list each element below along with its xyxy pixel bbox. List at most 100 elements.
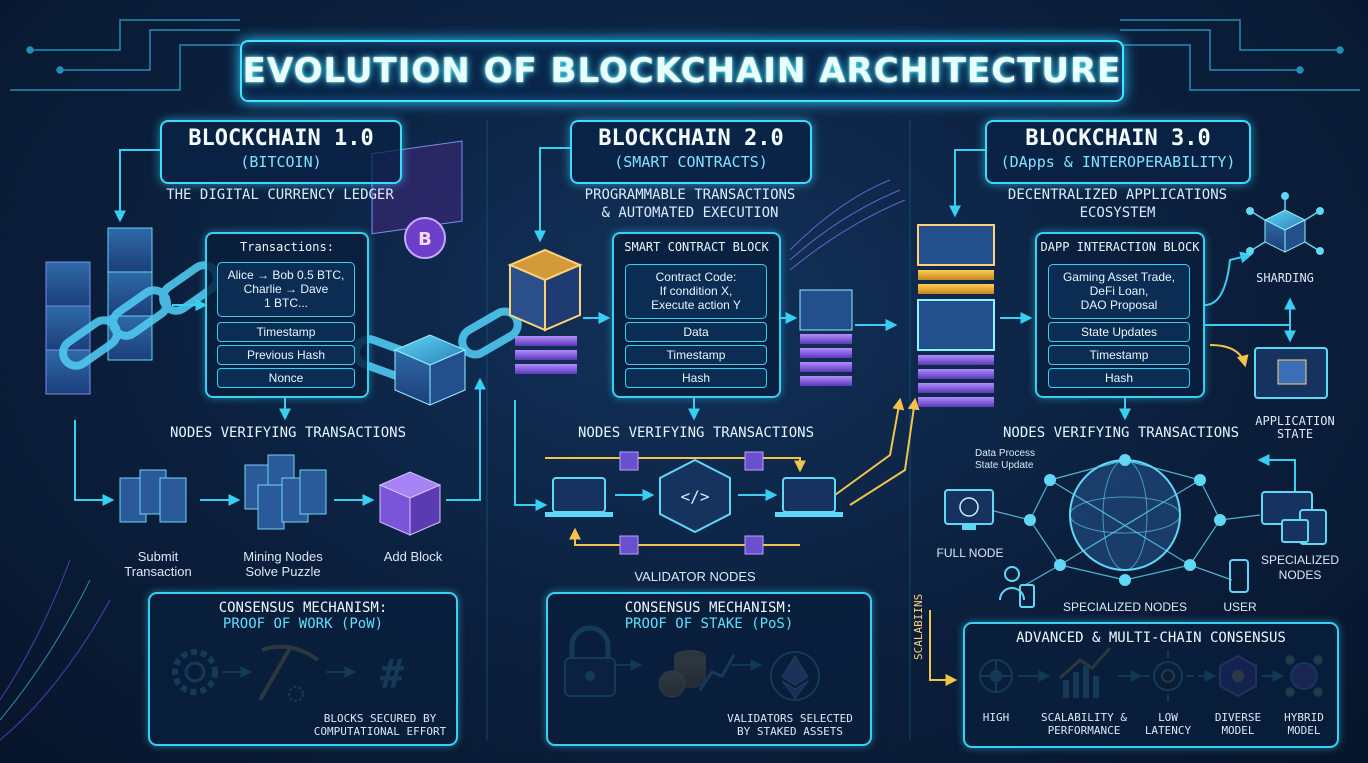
gen3-header: BLOCKCHAIN 3.0 (DApps & INTEROPERABILITY… (985, 120, 1251, 184)
label-line: Submit (137, 549, 179, 564)
full-node-monitor-icon (944, 489, 994, 530)
application-state-label: APPLICATION STATE (1240, 415, 1350, 441)
hash-field: Hash (625, 368, 767, 388)
nonce-field: Nonce (217, 368, 355, 388)
gen3-nodes-heading: NODES VERIFYING TRANSACTIONS (1003, 425, 1240, 441)
label-line: Data Process (975, 448, 1036, 459)
mining-servers-icon (244, 454, 327, 530)
data-wave-graphic (789, 179, 906, 271)
label-line: MODEL (1221, 724, 1255, 737)
gen3-subheading: (DApps & INTEROPERABILITY) (1000, 153, 1236, 171)
mining-nodes-label: Mining Nodes Solve Puzzle (228, 549, 338, 579)
full-node-label: FULL NODE (936, 546, 1004, 560)
gen1-subheading: (BITCOIN) (240, 153, 322, 171)
action-line: Gaming Asset Trade, (1062, 270, 1176, 284)
label-line: DIVERSE (1214, 711, 1262, 724)
globe-network (989, 454, 1261, 586)
code-line: Execute action Y (651, 298, 741, 312)
label-line: BY STAKED ASSETS (737, 725, 843, 738)
validator-cubes (619, 451, 764, 555)
gen3-consensus-panel: ADVANCED & MULTI-CHAIN CONSENSUS (963, 622, 1339, 748)
application-monitor-icon (1254, 347, 1328, 399)
contract-code-box: Contract Code: If condition X, Execute a… (625, 264, 767, 319)
gen2-nodes-heading: NODES VERIFYING TRANSACTIONS (578, 425, 815, 441)
tx-line: Alice → Bob 0.5 BTC, (227, 268, 345, 282)
gen2-glowing-cube (507, 248, 583, 374)
state-updates-field: State Updates (1048, 322, 1190, 342)
gen1-block-header: Transactions: (240, 240, 334, 254)
consensus-title: CONSENSUS MECHANISM: (218, 600, 388, 616)
gen1-description: THE DIGITAL CURRENCY LEDGER (166, 187, 394, 203)
label-line: SPECIALIZED (1260, 553, 1340, 567)
title-banner: EVOLUTION OF BLOCKCHAIN ARCHITECTURE (240, 40, 1124, 102)
gen2-header: BLOCKCHAIN 2.0 (SMART CONTRACTS) (570, 120, 812, 184)
pow-note: BLOCKS SECURED BY COMPUTATIONAL EFFORT (305, 712, 455, 738)
gen1-block-stack (45, 227, 153, 395)
desc-line: PROGRAMMABLE TRANSACTIONS (584, 187, 796, 203)
feature-label: HYBRID MODEL (1276, 711, 1332, 737)
tx-line: 1 BTC... (263, 296, 308, 310)
gen1-center-cube (393, 334, 467, 406)
gen3-block-tower (917, 224, 995, 407)
code-icon: </> (681, 487, 710, 506)
label-line: NODES (1278, 568, 1322, 582)
consensus-subtitle: PROOF OF WORK (PoW) (222, 616, 384, 632)
label-line: LATENCY (1144, 724, 1192, 737)
gen2-consensus-panel: CONSENSUS MECHANISM: PROOF OF STAKE (PoS… (546, 592, 872, 746)
desc-line: DECENTRALIZED APPLICATIONS (1007, 187, 1228, 203)
dapp-actions-box: Gaming Asset Trade, DeFi Loan, DAO Propo… (1048, 264, 1190, 319)
gen3-heading: BLOCKCHAIN 3.0 (1025, 126, 1211, 151)
gen2-block-stack (799, 289, 853, 386)
validator-nodes-label: VALIDATOR NODES (634, 569, 756, 584)
user-label: USER (1223, 600, 1257, 614)
feature-label: HIGH (971, 711, 1021, 724)
previous-hash-field: Previous Hash (217, 345, 355, 365)
label-line: BLOCKS SECURED BY (323, 712, 437, 725)
sharding-label: SHARDING (1256, 271, 1314, 285)
gen3-block-header: DAPP INTERACTION BLOCK (1040, 240, 1200, 254)
desc-line: & AUTOMATED EXECUTION (601, 205, 779, 221)
phone-icon (1229, 559, 1249, 593)
action-line: DAO Proposal (1080, 298, 1158, 312)
label-line: Mining Nodes (243, 549, 323, 564)
feature-label: SCALABILITY & PERFORMANCE (1038, 711, 1130, 737)
laptop-icon (775, 477, 843, 517)
hash-field: Hash (1048, 368, 1190, 388)
label-line: MODEL (1287, 724, 1321, 737)
specialized-nodes-bottom-label: SPECIALIZED NODES (1062, 600, 1188, 614)
gen2-block-header: SMART CONTRACT BLOCK (624, 240, 769, 254)
label-line: APPLICATION (1255, 414, 1335, 428)
action-line: DeFi Loan, (1089, 284, 1149, 298)
gen1-heading: BLOCKCHAIN 1.0 (188, 126, 374, 151)
gen1-header: BLOCKCHAIN 1.0 (BITCOIN) (160, 120, 402, 184)
gen2-subheading: (SMART CONTRACTS) (614, 153, 768, 171)
gen2-heading: BLOCKCHAIN 2.0 (598, 126, 784, 151)
gen3-block-panel: DAPP INTERACTION BLOCK Gaming Asset Trad… (1035, 232, 1205, 398)
submit-transaction-label: Submit Transaction (108, 549, 208, 579)
add-block-label: Add Block (383, 549, 443, 564)
specialized-devices-icon (1261, 491, 1327, 545)
label-line: COMPUTATIONAL EFFORT (313, 725, 447, 738)
server-icon (119, 469, 187, 523)
gen1-nodes-heading: NODES VERIFYING TRANSACTIONS (170, 425, 407, 441)
sharding-cube-icon (1246, 192, 1324, 255)
consensus-title: CONSENSUS MECHANISM: (624, 600, 794, 616)
label-line: STATE (1276, 427, 1314, 441)
code-line: If condition X, (659, 284, 733, 298)
label-line: State Update (975, 460, 1034, 471)
feature-label: DIVERSE MODEL (1208, 711, 1268, 737)
decorative-wave (0, 559, 111, 741)
gen1-consensus-panel: CONSENSUS MECHANISM: PROOF OF WORK (PoW) (148, 592, 458, 746)
bitcoin-icon: B (418, 229, 432, 250)
desc-line: ECOSYSTEM (1079, 205, 1156, 221)
label-line: LOW (1158, 711, 1178, 724)
label-line: HIGH (982, 711, 1010, 724)
gen3-description: DECENTRALIZED APPLICATIONS ECOSYSTEM (975, 186, 1260, 222)
label-line: HYBRID (1284, 711, 1324, 724)
page-title: EVOLUTION OF BLOCKCHAIN ARCHITECTURE (242, 51, 1122, 91)
label-line: VALIDATORS SELECTED (727, 712, 853, 725)
consensus-title: ADVANCED & MULTI-CHAIN CONSENSUS (1016, 630, 1286, 646)
circuit-traces (10, 19, 1360, 91)
code-line: Contract Code: (655, 270, 737, 284)
label-line: SCALABILITY & (1040, 711, 1128, 724)
